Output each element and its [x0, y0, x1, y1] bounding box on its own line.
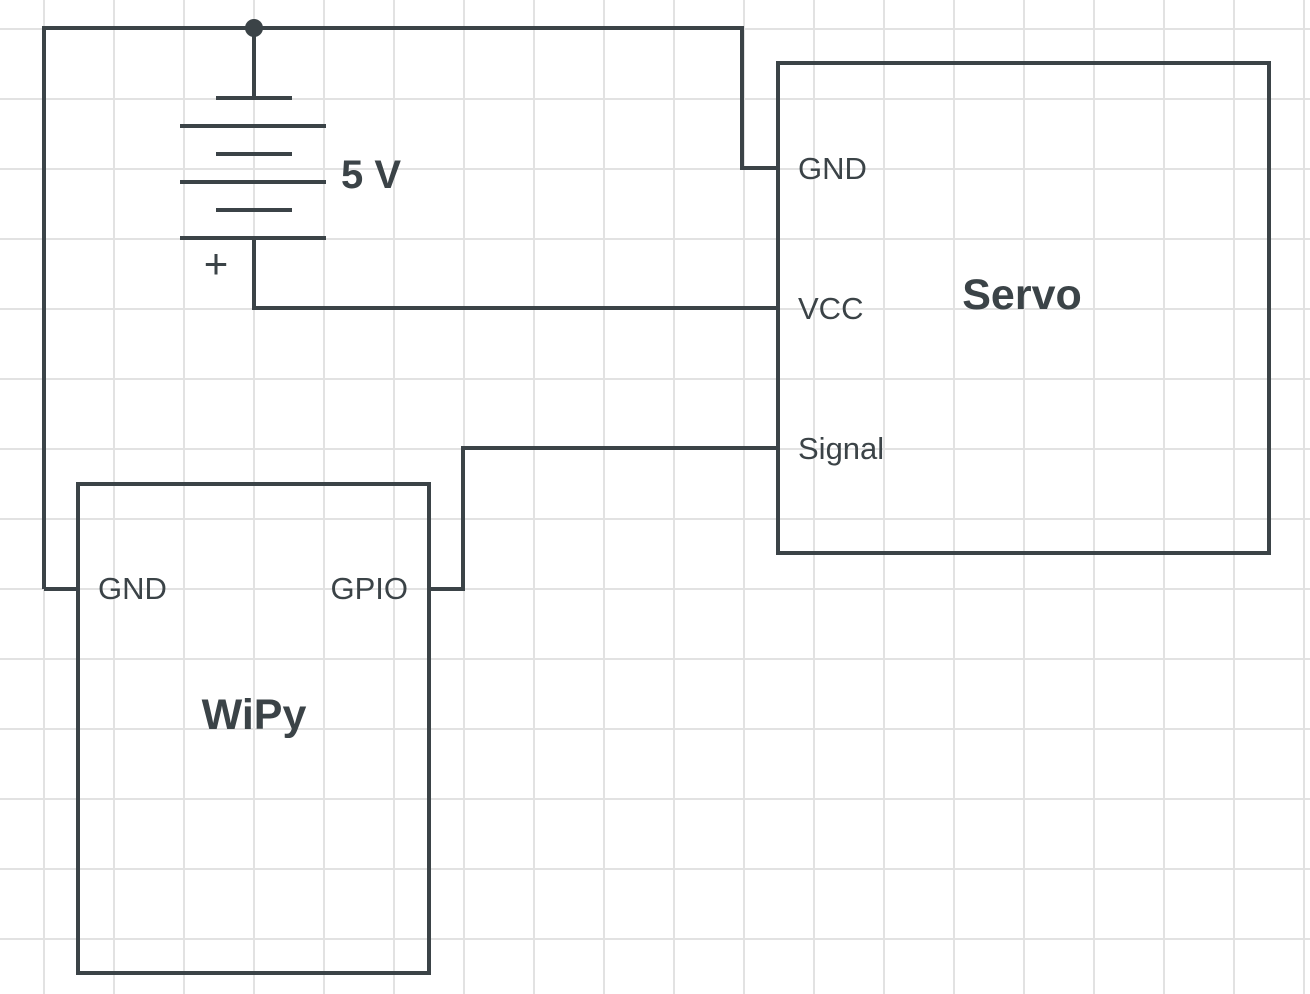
- vcc-wire: [252, 238, 778, 310]
- wipy-gpio-pin-label: GPIO: [330, 571, 408, 606]
- servo-signal-pin-label: Signal: [798, 431, 884, 466]
- wipy-title: WiPy: [202, 691, 307, 739]
- signal-wire: [430, 446, 778, 591]
- battery-voltage-label: 5 V: [341, 153, 401, 197]
- battery-plus-mark: +: [204, 240, 229, 287]
- servo-gnd-pin-label: GND: [798, 151, 867, 186]
- wipy-box: [76, 482, 431, 975]
- servo-title: Servo: [962, 271, 1082, 319]
- servo-vcc-pin-label: VCC: [798, 291, 863, 326]
- battery-symbol: [180, 96, 326, 240]
- servo-box: [776, 61, 1271, 555]
- wire-junction-dot: [245, 19, 263, 37]
- wipy-gnd-pin-label: GND: [98, 571, 167, 606]
- ground-wire-top: [42, 26, 778, 589]
